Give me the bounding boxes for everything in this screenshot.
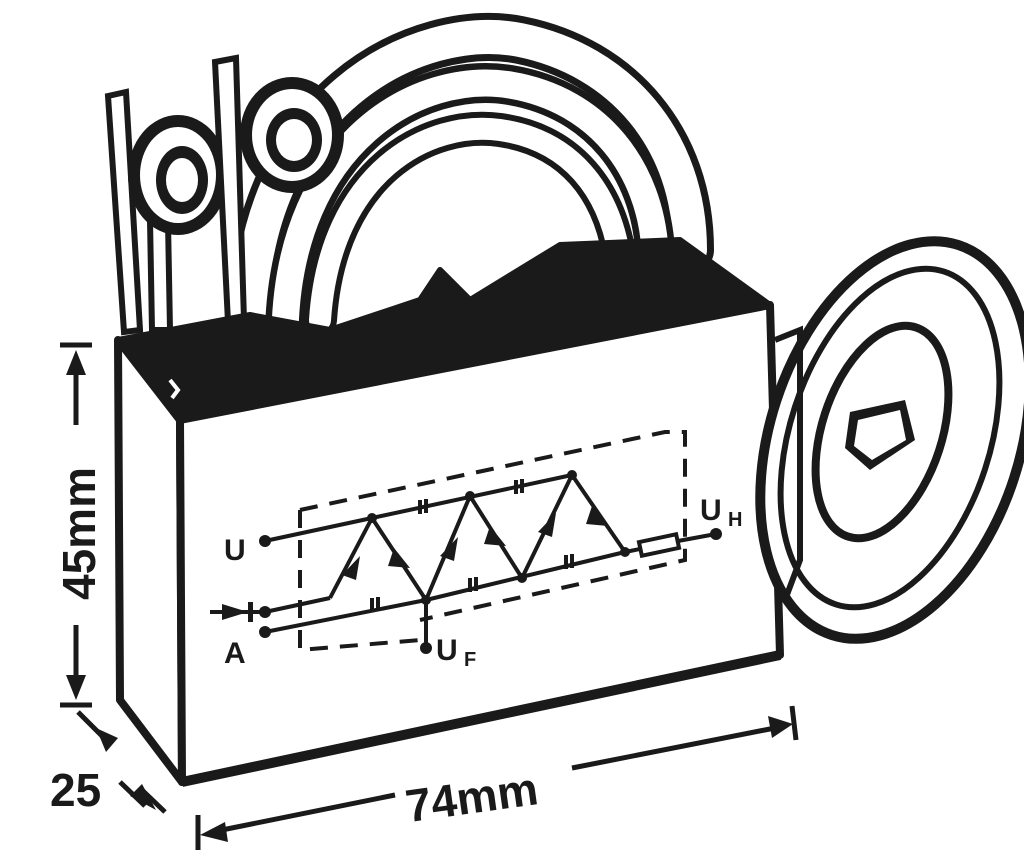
width-dimension: [195, 705, 799, 850]
terminal-label-uh: U: [700, 494, 722, 527]
module-box: [114, 237, 784, 787]
height-dimension: [60, 342, 92, 708]
left-ring-connector: [104, 88, 228, 336]
terminal-label-uf-subscript: F: [464, 649, 476, 671]
depth-dimension: [76, 710, 167, 814]
dashed-enclosure: [298, 430, 687, 653]
height-dimension-label: 45mm: [53, 467, 105, 600]
capacitor-marks: [370, 479, 574, 612]
terminal-label-u: U: [224, 534, 246, 567]
terminal-label-uf: U: [436, 634, 458, 667]
side-connector-disc: [755, 236, 1024, 644]
input-diode: [222, 604, 248, 620]
diode-symbols: [222, 506, 608, 622]
depth-dimension-label: 25: [50, 764, 101, 816]
terminal-label-a: A: [224, 637, 246, 670]
terminal-label-uh-subscript: H: [728, 509, 742, 531]
terminal-dots: [259, 470, 722, 654]
width-dimension-label: 74mm: [402, 762, 541, 832]
